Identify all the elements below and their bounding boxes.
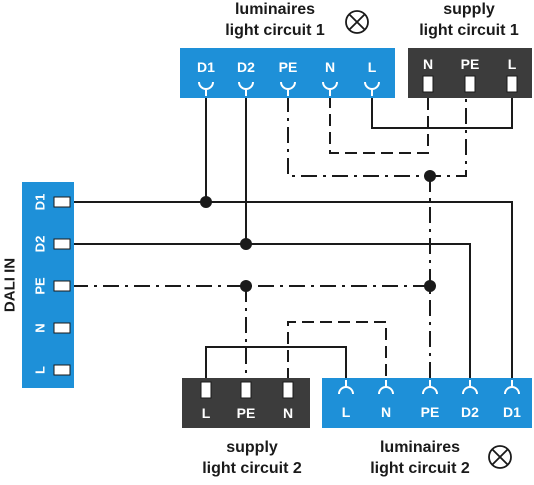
socket-icon (238, 81, 254, 96)
sup2-terminal-label: L (202, 405, 211, 421)
junction-dot (240, 238, 252, 250)
lum2-box (322, 378, 532, 428)
lum1-terminal-label: D1 (197, 59, 215, 75)
wire-pe-lum1 (287, 96, 467, 177)
plug-pin-icon (464, 75, 476, 93)
socket-icon (504, 380, 520, 395)
plug-pin-icon (240, 381, 252, 399)
lum1-terminal-label: D2 (237, 59, 255, 75)
plug-pin-icon (53, 322, 71, 334)
plug-pin-icon (53, 196, 71, 208)
lum2-terminal-label: PE (421, 404, 440, 420)
sup1-terminal-label: PE (461, 56, 480, 72)
sup1-terminal-label: N (423, 56, 433, 72)
lamp-icon (345, 10, 369, 34)
lamp-icon (488, 445, 512, 469)
plug-pin-icon (53, 238, 71, 250)
socket-icon (338, 380, 354, 395)
socket-icon (280, 81, 296, 96)
lum2-block: L N PE D2 D1 (322, 378, 532, 428)
wire-n-circuit1 (329, 96, 429, 154)
lum2-terminal-label: L (342, 404, 351, 420)
wires (72, 96, 513, 380)
lum2-heading: luminaires (380, 439, 460, 456)
sup1-terminal-label: L (508, 56, 517, 72)
sup2-terminal-label: N (283, 405, 293, 421)
sup2-block: L PE N (182, 378, 310, 428)
wire-n-circuit2 (287, 321, 387, 380)
socket-icon (198, 81, 214, 96)
lum2-heading: light circuit 2 (370, 460, 470, 477)
plug-pin-icon (422, 75, 434, 93)
socket-icon (322, 81, 338, 96)
wire-d1 (72, 201, 513, 380)
lum1-terminal-label: L (368, 59, 377, 75)
wire-l-circuit1 (371, 96, 513, 129)
socket-icon (422, 380, 438, 395)
dali-terminal-label: PE (33, 277, 48, 295)
dali-terminal-label: N (33, 323, 48, 332)
plug-pin-icon (506, 75, 518, 93)
plug-pin-icon (53, 280, 71, 292)
wire-d2 (72, 243, 471, 380)
sup1-heading: light circuit 1 (419, 22, 519, 39)
lum1-heading: light circuit 1 (225, 22, 325, 39)
wire-l-circuit2 (205, 346, 347, 380)
lum2-terminal-label: D1 (503, 404, 521, 420)
lum1-block: D1 D2 PE N L (180, 48, 395, 98)
junction-dot (424, 170, 436, 182)
plug-pin-icon (53, 364, 71, 376)
dali-terminal-label: D1 (33, 194, 48, 211)
socket-icon (364, 81, 380, 96)
sup2-heading: supply (226, 439, 278, 456)
dali-title: DALI IN (2, 258, 19, 312)
sup2-heading: light circuit 2 (202, 460, 302, 477)
junction-dot (424, 280, 436, 292)
dali-terminal-label: D2 (33, 236, 48, 253)
lum2-terminal-label: N (381, 404, 391, 420)
lum1-terminal-label: PE (279, 59, 298, 75)
junctions (200, 170, 436, 292)
socket-icon (378, 380, 394, 395)
plug-pin-icon (200, 381, 212, 399)
lum1-heading: luminaires (235, 1, 315, 18)
dali-terminal-label: L (33, 366, 48, 374)
lum2-terminal-label: D2 (461, 404, 479, 420)
plug-pin-icon (282, 381, 294, 399)
sup2-terminal-label: PE (237, 405, 256, 421)
dali-block: D1 D2 PE N L DALI IN (2, 182, 74, 388)
junction-dot (240, 280, 252, 292)
lum1-terminal-label: N (325, 59, 335, 75)
socket-icon (462, 380, 478, 395)
sup1-heading: supply (443, 1, 495, 18)
junction-dot (200, 196, 212, 208)
sup1-block: N PE L (408, 48, 532, 98)
